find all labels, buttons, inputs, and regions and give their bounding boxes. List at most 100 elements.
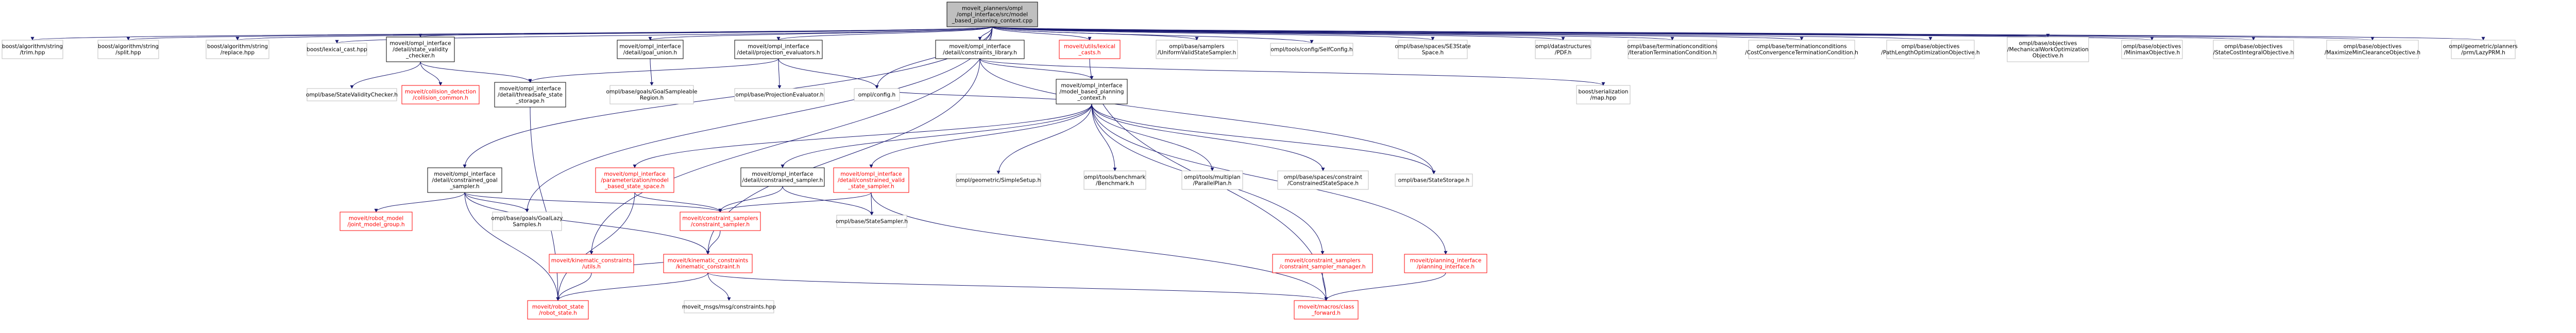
node-box [1886,40,1975,59]
node-label-line: moveit/constraint_samplers [682,216,758,222]
graph-node-joint-model-group[interactable]: moveit/robot_model/joint_model_group.h [340,212,413,231]
node-label-line: ompl/tools/multiplan [1184,174,1240,181]
include-edge [718,192,872,213]
node-label-line: /IterationTerminationCondition.h [1628,50,1716,56]
graph-node-constraint-sampler-manager[interactable]: moveit/constraint_samplers/constraint_sa… [1272,254,1373,273]
graph-node-state-storage: ompl/base/StateStorage.h [1395,173,1473,187]
node-label-line: /StateCostIntegralObjective.h [2213,50,2294,56]
node-label-line: /detail/constrained_sampler.h [742,178,823,184]
node-label-line: ompl/base/objectives [2344,44,2402,50]
node-box [595,167,674,193]
node-label-line: /ConstrainedStateSpace.h [1287,181,1359,187]
node-label-line: /PDF.h [1555,50,1572,56]
graph-node-constrained-valid-state-sampler[interactable]: moveit/ompl_interface/detail/constrained… [833,167,909,193]
dependency-edges [31,26,2485,301]
node-label-line: ompl/tools/benchmark [1084,174,1146,181]
node-box [1398,40,1468,59]
node-label-line: ompl/tools/config/SelfConfig.h [1270,47,1352,53]
graph-node-model-based-state-space[interactable]: moveit/ompl_interface/parameterization/m… [595,167,674,193]
graph-node-minimax-objective: ompl/base/objectives/MinimaxObjective.h [2121,40,2183,59]
include-edge [871,192,1328,301]
graph-node-root: moveit_planners/ompl/ompl_interface/src/… [946,2,1038,27]
graph-node-simple-setup: ompl/geometric/SimpleSetup.h [956,173,1041,187]
graph-node-class-forward[interactable]: moveit/macros/class_forward.h [1294,300,1359,320]
node-label-line: /detail/projection_evaluators.h [737,50,820,56]
graph-node-boost-string-replace: boost/algorithm/string/replace.hpp [206,40,269,59]
node-label-line: moveit_msgs/msg/constraints.hpp [682,304,776,310]
node-box [734,88,825,101]
node-label-line: moveit/utils/lexical [1064,44,1115,50]
include-edge [992,26,1565,41]
node-label-line: /PathLengthOptimizationObjective.h [1881,50,1979,56]
graph-node-lexical-casts[interactable]: moveit/utils/lexical_casts.h [1059,40,1121,59]
graph-node-kinematic-constraint[interactable]: moveit/kinematic_constraints/kinematic_c… [663,254,753,273]
graph-node-constraint-sampler[interactable]: moveit/constraint_samplers/constraint_sa… [680,212,761,231]
node-label-line: _storage.h [515,98,545,104]
graph-node-path-length-objective: ompl/base/objectives/PathLengthOptimizat… [1881,40,1980,59]
graph-node-state-validity-checker-ompl: ompl/base/StateValidityChecker.h [306,88,398,101]
node-box [1181,170,1243,190]
include-edge [707,272,731,301]
graph-node-projection-evaluators[interactable]: moveit/ompl_interface/detail/projection_… [734,40,823,59]
node-box [1535,40,1591,59]
node-label-line: /detail/constrained_valid [838,178,905,184]
node-box [956,173,1041,187]
graph-node-state-validity-checker[interactable]: moveit/ompl_interface/detail/state_valid… [386,37,455,62]
node-label-line: /detail/state_validity [393,47,448,53]
node-label-line: moveit/ompl_interface [619,44,681,50]
node-label-line: moveit/kinematic_constraints [551,258,632,264]
include-edge [870,192,874,216]
include-edge [374,192,465,213]
graph-node-pdf: ompl/datastructures/PDF.h [1535,40,1591,59]
node-box [836,215,907,228]
node-box [307,88,397,101]
node-label-line: /split.hpp [115,50,141,56]
node-box [609,85,694,104]
graph-node-boost-string-trim: boost/algorithm/string/trim.hpp [2,40,63,59]
node-label-line: ompl/base/objectives [2225,44,2283,50]
node-box [740,167,825,187]
graph-node-robot-state[interactable]: moveit/robot_state/robot_state.h [527,300,589,320]
node-label-line: moveit/kinematic_constraints [668,258,748,264]
node-box [2121,40,2183,59]
node-box [2326,40,2419,59]
node-box [2451,40,2516,59]
graph-node-planning-interface[interactable]: moveit/planning_interface/planning_inter… [1404,254,1487,273]
graph-node-constrained-goal-sampler[interactable]: moveit/ompl_interface/detail/constrained… [427,167,502,193]
include-edge [556,272,708,301]
graph-node-kinematic-constraints-utils[interactable]: moveit/kinematic_constraints/utils.h [549,254,634,273]
graph-node-projection-evaluator: ompl/base/ProjectionEvaluator.h [734,88,825,101]
include-edge [992,26,1932,41]
node-label-line: ompl/base/terminationconditions [1628,44,1718,50]
node-box [2007,37,2089,62]
node-label-line: Region.h [640,95,664,101]
graph-node-constraints-library[interactable]: moveit/ompl_interface/detail/constraints… [935,40,1025,59]
node-label-line: /detail/threadsafe_state [498,92,563,98]
node-label-line: ompl/base/objectives [1902,44,1960,50]
node-box [206,40,269,59]
node-label-line: ompl/base/goals/GoalLazy [492,216,563,222]
node-label-line: moveit/ompl_interface [434,171,495,178]
include-edge [236,26,993,41]
graph-node-model-based-planning-context[interactable]: moveit/ompl_interface/model_based_planni… [1056,79,1128,104]
node-label-line: /model_based_planning [1059,89,1124,95]
graph-node-threadsafe-state-storage[interactable]: moveit/ompl_interface/detail/threadsafe_… [494,82,566,108]
include-edge [718,186,783,213]
include-edge [992,26,2485,41]
node-label-line: /CostConvergenceTerminationCondition.h [1745,50,1858,56]
graph-node-constrained-sampler[interactable]: moveit/ompl_interface/detail/constrained… [740,167,825,187]
include-edge [350,61,421,89]
include-edge [419,26,993,38]
node-label-line: moveit/ompl_interface [752,171,813,178]
node-label-line: boost/serialization [1579,89,1629,95]
graph-node-collision-common[interactable]: moveit/collision_detection/collision_com… [401,85,480,104]
graph-node-lazy-prm: ompl/geometric/planners/prm/LazyPRM.h [2449,40,2518,59]
node-label-line: _casts.h [1078,50,1101,56]
graph-node-goal-union[interactable]: moveit/ompl_interface/detail/goal_union.… [617,40,684,59]
node-box [663,254,753,273]
node-box [946,2,1038,27]
node-label-line: boost/algorithm/string [98,44,159,50]
node-label-line: moveit/robot_model [349,216,404,222]
